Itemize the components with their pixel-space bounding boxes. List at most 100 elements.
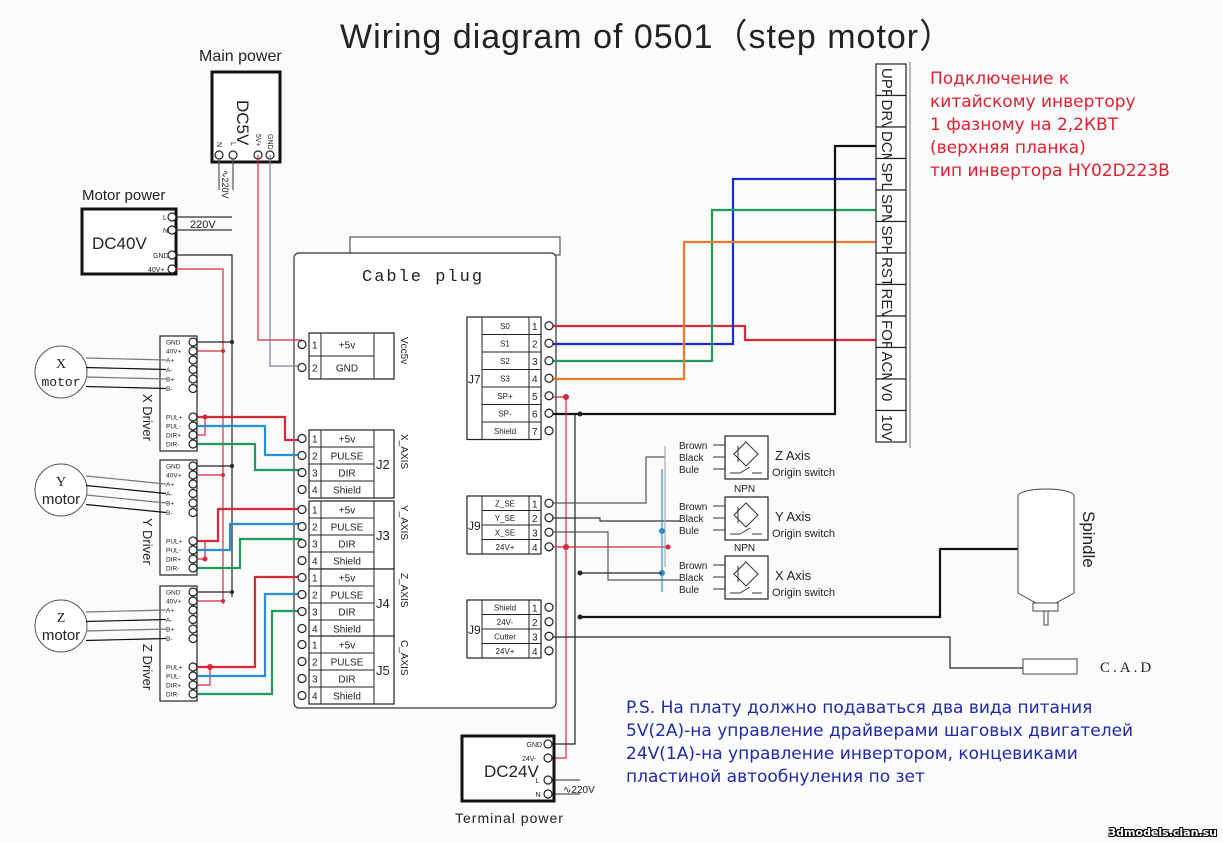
terminal-screw bbox=[188, 337, 198, 347]
inverter-terminal bbox=[875, 252, 907, 286]
connector-id: J9 bbox=[468, 519, 481, 533]
pin-label: Shield bbox=[494, 603, 516, 612]
inverter-terminal-label: SPL bbox=[878, 163, 895, 191]
motor-coil-wire bbox=[85, 376, 167, 380]
wire-junction bbox=[577, 570, 583, 576]
pin-label: DIR bbox=[338, 608, 355, 619]
wire-z-se bbox=[549, 456, 665, 504]
wires bbox=[176, 144, 1023, 795]
inverter-note-line: Подключение к bbox=[930, 69, 1070, 89]
motor-power-terminal-label: L bbox=[163, 215, 167, 222]
power-note-line: 5V(2A)-на управление драйверами шаговых … bbox=[626, 721, 1134, 741]
pin-label: +5v bbox=[339, 574, 355, 585]
terminal-screw bbox=[188, 374, 198, 384]
wire-x-se bbox=[549, 531, 680, 581]
cad-label: C.A.D bbox=[1100, 660, 1154, 676]
pin-terminal bbox=[297, 555, 307, 566]
connector-id: J3 bbox=[376, 528, 390, 543]
driver-terminal-label: DIR- bbox=[166, 566, 179, 573]
pin-terminal bbox=[544, 356, 554, 366]
pin-number: 1 bbox=[312, 506, 318, 517]
inverter-terminal bbox=[875, 378, 907, 412]
sensor-wire-label: Bule bbox=[679, 585, 699, 596]
inverter-note-line: (верхняя планка) bbox=[930, 138, 1086, 158]
terminal-screw bbox=[188, 488, 198, 499]
wire-junction bbox=[577, 614, 583, 620]
terminal-screw bbox=[188, 421, 198, 431]
pin-terminal bbox=[297, 639, 307, 650]
driver-terminal-label: DIR+ bbox=[166, 557, 181, 564]
main-power-device: DC5V bbox=[233, 100, 252, 146]
wire-gnd-rail bbox=[176, 254, 233, 597]
switch-type-label: NPN bbox=[734, 543, 755, 554]
terminal-screw bbox=[167, 264, 177, 274]
pin-terminal bbox=[544, 527, 554, 537]
driver-terminal-label: PUL+ bbox=[166, 415, 183, 422]
pin-terminal bbox=[544, 631, 554, 641]
terminal-screw bbox=[214, 150, 224, 160]
inverter-note-line: тип инвертора HY02D223B bbox=[930, 161, 1170, 181]
pin-number: 2 bbox=[532, 339, 538, 350]
pin-terminal bbox=[544, 408, 554, 418]
motor-axis-label: X bbox=[56, 357, 66, 372]
pin-number: 1 bbox=[532, 322, 538, 333]
power-note-line: 24V(1A)-на управление инвертором, концев… bbox=[626, 744, 1078, 764]
pin-number: 2 bbox=[312, 523, 318, 534]
pin-number: 1 bbox=[312, 341, 318, 352]
wire-junction bbox=[221, 599, 225, 603]
pin-number: 2 bbox=[312, 591, 318, 602]
pin-terminal bbox=[297, 433, 307, 444]
switch-axis-label: X Axis bbox=[775, 568, 812, 583]
diagram-title: Wiring diagram of 0501（step motor） bbox=[340, 18, 954, 56]
wire-x-pulse bbox=[193, 424, 302, 457]
pin-number: 2 bbox=[532, 618, 538, 629]
pin-number: 3 bbox=[532, 632, 538, 643]
pin-terminal bbox=[297, 606, 307, 617]
pin-label: DIR bbox=[338, 469, 355, 480]
connector-name: Y_AXIS bbox=[398, 505, 409, 540]
wire-5v bbox=[257, 155, 302, 341]
pin-label: X_SE bbox=[495, 528, 515, 537]
motor-label: motor bbox=[42, 627, 80, 644]
pin-number: 4 bbox=[532, 374, 538, 385]
switch-axis-label: Y Axis bbox=[775, 509, 811, 524]
pin-number: 3 bbox=[312, 469, 318, 480]
pin-label: S2 bbox=[500, 357, 510, 366]
wire-z-plus5v bbox=[193, 575, 302, 669]
pin-label: Y_SE bbox=[495, 514, 515, 523]
pin-number: 2 bbox=[532, 514, 538, 525]
pin-label: GND bbox=[336, 364, 358, 375]
terminal-screw bbox=[188, 461, 198, 471]
sensor-wire-label: Black bbox=[679, 573, 704, 584]
driver-terminal-label: PUL- bbox=[166, 548, 181, 555]
wire-s1-spl bbox=[549, 177, 876, 346]
wire-x-dir bbox=[193, 442, 302, 472]
driver-terminal-label: B+ bbox=[166, 627, 174, 634]
pin-terminal bbox=[297, 521, 307, 532]
driver-terminal-label: PUL- bbox=[166, 674, 181, 681]
switch-sub-label: Origin switch bbox=[772, 587, 835, 599]
main-power-terminal-label: GND bbox=[266, 134, 273, 150]
pin-terminal bbox=[544, 542, 554, 552]
motor-label: motor bbox=[41, 375, 80, 390]
wire-junction bbox=[207, 664, 213, 670]
connector-id: J5 bbox=[376, 663, 390, 678]
driver-terminal-label: DIR- bbox=[166, 442, 179, 449]
pin-number: 2 bbox=[312, 452, 318, 463]
terminal-power-ac: ∿220V bbox=[563, 785, 595, 796]
pin-number: 3 bbox=[312, 608, 318, 619]
switch-type-label: NPN bbox=[734, 484, 755, 495]
pin-label: 24V+ bbox=[496, 543, 515, 552]
inverter-terminal-label: REV bbox=[878, 289, 895, 320]
wire-z-dir bbox=[193, 609, 302, 696]
pin-number: 1 bbox=[312, 435, 318, 446]
wire-spminus-dcm bbox=[549, 144, 876, 416]
inverter-note-line: 1 фазному на 2,2КВТ bbox=[930, 115, 1119, 135]
motor-coil-wire bbox=[85, 609, 167, 613]
pin-number: 7 bbox=[532, 427, 538, 438]
pin-label: S1 bbox=[500, 339, 510, 348]
power-note: P.S. На плату должно подаваться два вида… bbox=[626, 697, 1133, 789]
